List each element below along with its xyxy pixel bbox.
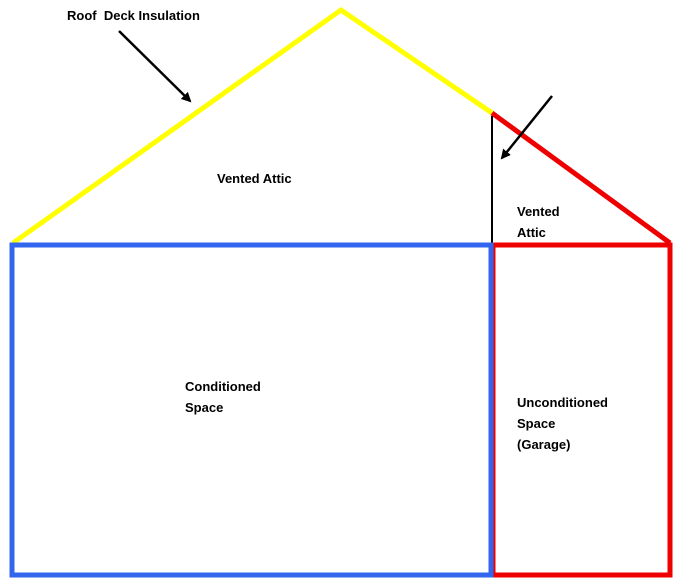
vented-attic-main-label: Vented Attic <box>217 171 292 186</box>
conditioned-space-label-line-1: Conditioned <box>185 379 261 394</box>
roof-deck-insulation-label: Roof Deck Insulation <box>67 8 200 23</box>
vented-attic-garage-label-line-1: Vented <box>517 204 560 219</box>
unconditioned-space-label-line-1: Unconditioned <box>517 395 608 410</box>
conditioned-space-boundary <box>9 242 494 578</box>
gable-wall-pointer-arrow <box>500 95 553 160</box>
unconditioned-space-label-line-2: Space <box>517 416 555 431</box>
vented-attic-garage-label-line-2: Attic <box>517 225 546 240</box>
roof-deck-insulation-line <box>11 6 494 246</box>
unconditioned-space-boundary <box>490 242 673 578</box>
garage-roof-line <box>490 110 672 246</box>
unconditioned-space-label-line-3: (Garage) <box>517 437 570 452</box>
conditioned-space-label-line-2: Space <box>185 400 223 415</box>
roof-deck-pointer-arrow <box>118 30 192 103</box>
